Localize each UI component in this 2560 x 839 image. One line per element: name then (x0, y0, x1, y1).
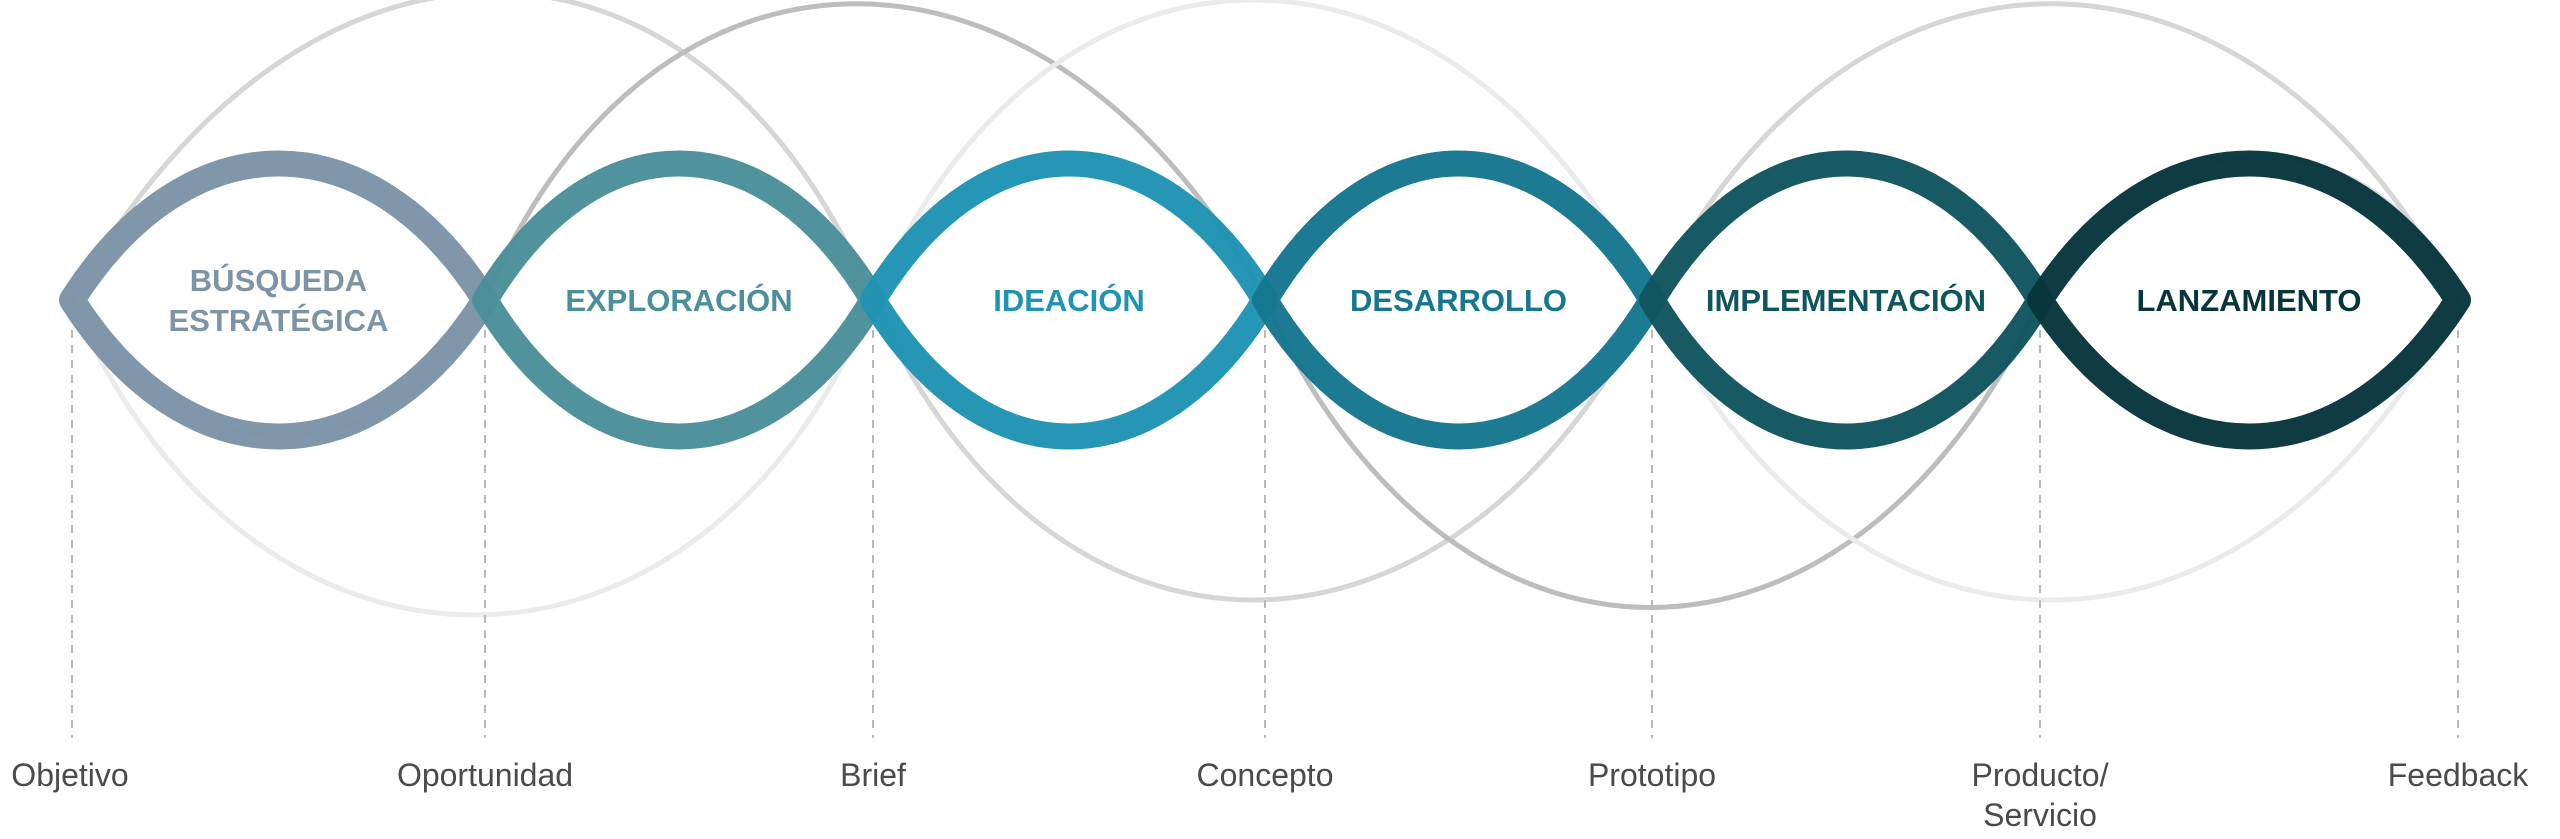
background-arc (870, 0, 1655, 302)
phase-label: IMPLEMENTACIÓN (1706, 282, 1986, 318)
background-arc (69, 299, 876, 618)
background-arc (1262, 298, 2043, 610)
phase-label: BÚSQUEDA (190, 262, 367, 298)
milestone-label: Feedback (2388, 757, 2530, 793)
background-arc (1649, 1, 2461, 302)
milestone-label: Oportunidad (397, 757, 573, 793)
phase-shapes (59, 150, 2471, 450)
milestone-label: Brief (840, 757, 906, 793)
milestone-guides (71, 300, 2459, 738)
phase-label: LANZAMIENTO (2136, 283, 2361, 318)
background-arc (1649, 298, 2461, 603)
milestone-labels: Objetivo Oportunidad Brief Concepto Prototip… (11, 757, 2529, 833)
background-arc (69, 0, 876, 302)
phase-labels: BÚSQUEDA ESTRATÉGICA EXPLORACIÓN IDEACIÓN DE… (169, 262, 2362, 338)
milestone-label: Concepto (1197, 757, 1334, 793)
phase-label: DESARROLLO (1350, 283, 1567, 318)
milestone-label: Servicio (1983, 797, 2097, 833)
background-arc (870, 298, 1655, 603)
milestone-label: Objetivo (11, 757, 128, 793)
milestone-label: Prototipo (1588, 757, 1716, 793)
phase-label: IDEACIÓN (993, 282, 1145, 318)
phase-label: EXPLORACIÓN (565, 282, 792, 318)
milestone-label: Producto/ (1972, 757, 2109, 793)
phase-shape (2027, 150, 2471, 450)
background-arc (482, 1, 1268, 302)
phase-label: ESTRATÉGICA (169, 303, 389, 338)
